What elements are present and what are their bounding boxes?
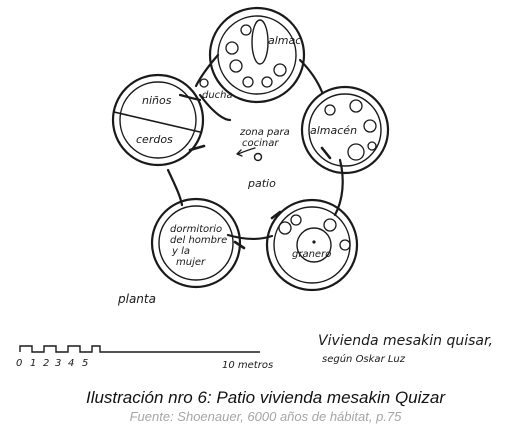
scale-tick-5: 5 bbox=[82, 358, 88, 369]
scale-end-label: 10 metros bbox=[222, 360, 273, 371]
label-ducha: ducha bbox=[202, 90, 233, 101]
cocina-arrow bbox=[237, 147, 256, 155]
ninos-cerdos-room bbox=[111, 73, 205, 167]
almacen-right-room bbox=[300, 85, 390, 175]
label-dormitorio-3: y la bbox=[171, 246, 190, 257]
dormitorio-room bbox=[150, 197, 242, 289]
hearth-mark bbox=[253, 152, 263, 162]
label-dormitorio-1: dormitorio bbox=[170, 224, 222, 235]
patio-wall bbox=[198, 93, 232, 122]
label-granero: granero bbox=[292, 249, 331, 260]
label-dormitorio-4: mujer bbox=[176, 257, 206, 268]
figure-caption: Ilustración nro 6: Patio vivienda mesaki… bbox=[85, 388, 446, 407]
scale-tick-2: 2 bbox=[43, 358, 49, 369]
label-cocina-2: cocinar bbox=[242, 138, 279, 149]
label-cerdos: cerdos bbox=[136, 133, 173, 146]
note-line-2: según Oskar Luz bbox=[322, 353, 406, 365]
label-patio: patio bbox=[247, 177, 276, 190]
label-ninos: niños bbox=[142, 94, 172, 107]
plan-label: planta bbox=[117, 292, 156, 306]
label-almacen-right: almacén bbox=[310, 124, 357, 137]
label-cocina-1: zona para bbox=[239, 127, 290, 138]
note-line-1: Vivienda mesakin quisar, bbox=[318, 333, 493, 349]
scale-bar bbox=[19, 345, 260, 353]
figure-source: Fuente: Shoenauer, 6000 años de hábitat,… bbox=[129, 409, 402, 424]
patio-wall bbox=[333, 158, 344, 217]
granero-room bbox=[265, 198, 359, 292]
label-almacen-top: almac bbox=[268, 34, 301, 47]
scale-tick-1: 1 bbox=[30, 358, 36, 369]
label-dormitorio-2: del hombre bbox=[170, 235, 227, 246]
scale-tick-3: 3 bbox=[55, 358, 61, 369]
patio-wall bbox=[166, 168, 184, 207]
scale-tick-4: 4 bbox=[68, 358, 74, 369]
almacen-top-room bbox=[208, 6, 306, 104]
scale-tick-0: 0 bbox=[16, 358, 22, 369]
patio-wall bbox=[194, 53, 220, 88]
patio-wall bbox=[226, 233, 274, 240]
